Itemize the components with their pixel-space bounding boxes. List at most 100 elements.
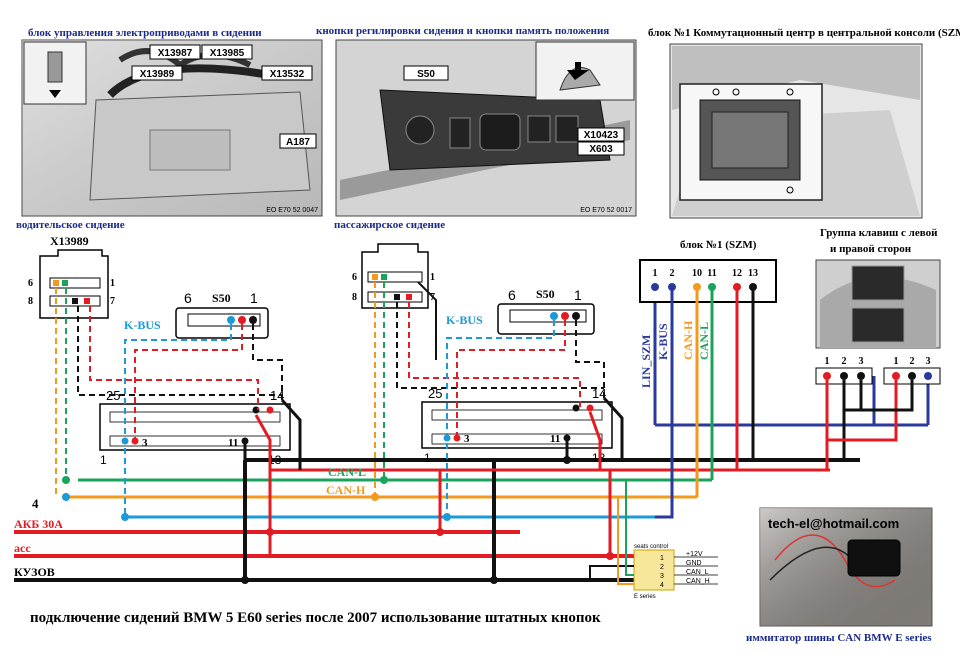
label-kuzov: КУЗОВ: [14, 565, 55, 579]
szm-pin-13: 13: [748, 268, 758, 279]
header-passenger-seat: пассажирское сидение: [334, 219, 445, 231]
label-s50-photo: S50: [417, 69, 435, 80]
passenger-seat-module-connector: 25 14 1 13 3 11: [421, 386, 613, 465]
photo-code-2: EO E70 52 0017: [580, 207, 632, 214]
key-group-right: 1 2 3: [883, 356, 941, 385]
diagram-caption: подключение сидений BMW 5 E60 series пос…: [30, 610, 601, 626]
seat-module-photo: X13987 X13985 X13989 X13532 A187 EO E70 …: [21, 39, 323, 217]
emulator-signal-canl: CAN_L: [686, 569, 709, 576]
right-module-pin3: 3: [464, 433, 470, 445]
header-key-group-2: и правой сторон: [830, 243, 912, 255]
s50-left-pin6: 6: [184, 290, 192, 306]
emulator-title: seats control: [634, 544, 668, 550]
left-module-pin14: 14: [270, 388, 284, 403]
header-seat-buttons: кнопки регилировки сидения и кнопки памя…: [316, 25, 609, 37]
right-module-pin25: 25: [428, 386, 442, 401]
label-kbus-right: K-BUS: [446, 313, 483, 327]
szm-pin-2: 2: [670, 268, 675, 279]
szm-pin-12: 12: [732, 268, 742, 279]
szm-console-photo: [669, 43, 923, 219]
passenger-junctions: [371, 456, 614, 584]
x13989-title: X13989: [50, 234, 89, 248]
label-wire-4: 4: [32, 496, 39, 511]
szm-block: 1 2 10 11 12 13: [639, 259, 777, 303]
driver-junctions: [62, 476, 274, 584]
label-kbus-left: K-BUS: [124, 318, 161, 332]
right-module-pin14: 14: [592, 386, 606, 401]
right-conn-pin8: 8: [352, 292, 357, 303]
seat-buttons-photo: S50 X10423 X603 EO E70 52 0017: [335, 39, 637, 217]
driver-x13989-connector: X13989 6 8 1 7: [28, 234, 115, 319]
header-key-group-1: Группа клавиш с левой: [820, 227, 938, 239]
key-left-pin3: 3: [859, 356, 864, 367]
key-wiring: [825, 380, 914, 470]
emulator-pin4: 4: [660, 582, 664, 589]
right-conn-pin6: 6: [352, 272, 357, 283]
header-szm-block: блок №1 (SZM): [680, 239, 757, 251]
x13989-pin1: 1: [110, 278, 115, 289]
driver-s50-connector: 6 S50 1: [175, 290, 269, 339]
label-acc: acc: [14, 541, 31, 555]
key-right-pin1: 1: [894, 356, 899, 367]
emulator-series: E series: [634, 594, 656, 600]
s50-right-pin6: 6: [508, 287, 516, 303]
szm-pin-11: 11: [707, 268, 716, 279]
signal-canl: CAN-L: [697, 322, 711, 360]
key-right-pin2: 2: [910, 356, 915, 367]
emulator-wiring: [589, 480, 634, 585]
s50-left-pin1: 1: [250, 290, 258, 306]
left-module-pin11: 11: [228, 437, 238, 449]
label-canl: CAN-L: [328, 465, 366, 479]
emulator-email: tech-el@hotmail.com: [768, 516, 899, 531]
left-module-pin1: 1: [100, 453, 107, 467]
emulator-pin2: 2: [660, 564, 664, 571]
key-left-pin2: 2: [842, 356, 847, 367]
passenger-connector: 6 8 1 7: [352, 243, 435, 309]
s50-right-pin1: 1: [574, 287, 582, 303]
signal-lin-szm: LIN_SZM: [639, 335, 653, 388]
emulator-caption: иммитатор шины CAN BMW E series: [746, 632, 932, 644]
driver-wiring: [55, 288, 302, 517]
label-a187: A187: [286, 137, 310, 148]
right-conn-pin1: 1: [430, 272, 435, 283]
right-module-pin1: 1: [424, 451, 431, 465]
key-group-photo: [815, 259, 941, 349]
key-left-pin1: 1: [825, 356, 830, 367]
emulator-signal-canh: CAN_H: [686, 578, 710, 585]
label-x13989: X13989: [140, 69, 175, 80]
right-module-pin11: 11: [550, 433, 560, 445]
emulator-photo: tech-el@hotmail.com: [759, 507, 933, 627]
label-x13985: X13985: [210, 48, 245, 59]
label-x13532: X13532: [270, 69, 305, 80]
driver-seat-module-connector: 25 14 1 13 3 11: [99, 388, 291, 467]
left-module-pin3: 3: [142, 437, 148, 449]
s50-left-title: S50: [212, 291, 231, 305]
x13989-pin8: 8: [28, 296, 33, 307]
label-canh: CAN-H: [326, 483, 366, 497]
s50-right-title: S50: [536, 287, 555, 301]
szm-pin-10: 10: [692, 268, 702, 279]
header-driver-seat: водительское сидение: [16, 219, 125, 231]
label-x10423: X10423: [584, 130, 619, 141]
passenger-s50-connector: 6 S50 1: [497, 287, 595, 335]
label-x603: X603: [589, 144, 613, 155]
label-akb: АКБ 30А: [14, 517, 63, 531]
signal-kbus: K-BUS: [656, 323, 670, 360]
signal-canh: CAN-H: [681, 320, 695, 360]
passenger-wiring: [374, 281, 624, 517]
header-szm-photo: блок №1 Коммутационный центр в центральн…: [648, 27, 960, 39]
szm-wiring: [655, 287, 755, 519]
emulator-pin3: 3: [660, 573, 664, 580]
x13989-pin6: 6: [28, 278, 33, 289]
emulator-pin1: 1: [660, 555, 664, 562]
label-x13987: X13987: [158, 48, 193, 59]
szm-pin-1: 1: [653, 268, 658, 279]
key-right-pin3: 3: [926, 356, 931, 367]
photo-code-1: EO E70 52 0047: [266, 207, 318, 214]
key-group-left: 1 2 3: [815, 356, 873, 385]
x13989-pin7: 7: [110, 296, 115, 307]
header-seat-module: блок управления электроприводами в сиден…: [28, 27, 262, 39]
emulator-signal-12v: +12V: [686, 551, 703, 558]
